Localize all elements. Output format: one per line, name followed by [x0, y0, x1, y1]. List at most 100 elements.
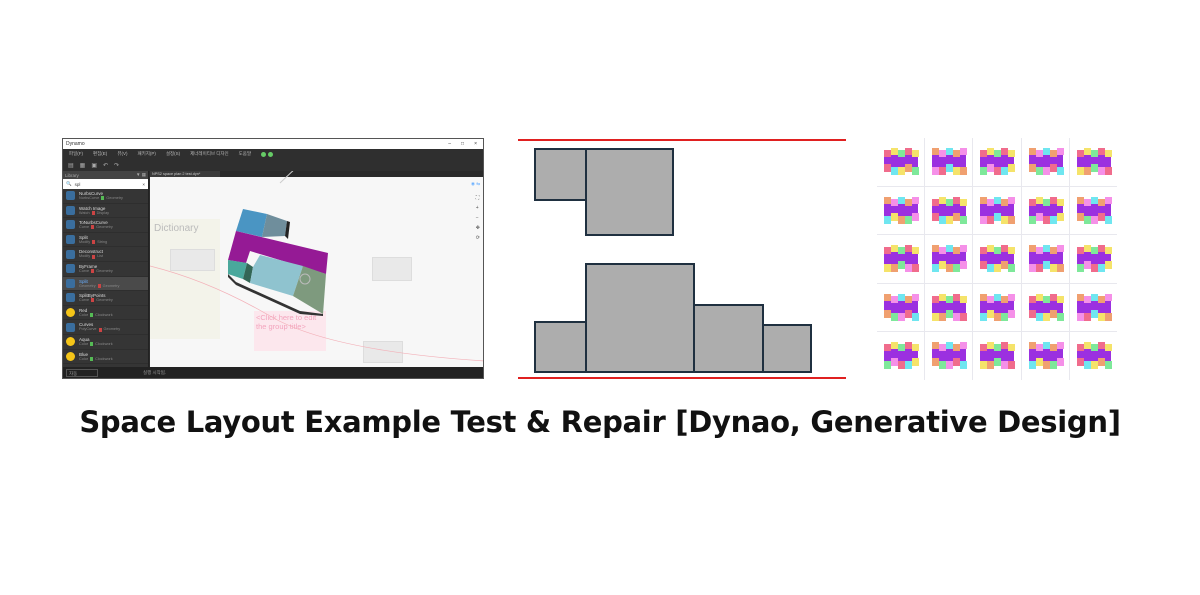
layout-thumbnail[interactable] [925, 186, 973, 235]
layout-thumbnail-image [1076, 245, 1112, 273]
menu-item[interactable]: 도움말 [238, 151, 252, 156]
layout-thumbnail[interactable] [1069, 283, 1117, 332]
node-icon [66, 278, 75, 288]
layout-thumbnail[interactable] [877, 186, 925, 235]
layout-thumbnail-image [1028, 293, 1064, 321]
generative-results-grid [877, 138, 1117, 380]
graph-canvas[interactable]: NPS2 space plan 2 test.dyn* Dictionary <… [150, 171, 483, 367]
gear-icon [66, 351, 75, 361]
tab-file[interactable]: NPS2 space plan 2 test.dyn* [150, 171, 220, 177]
layout-thumbnail[interactable] [973, 138, 1021, 186]
layout-thumbnail[interactable] [1069, 186, 1117, 235]
menu-item[interactable]: 제너레이티브 디자인 [190, 151, 229, 156]
menu-item[interactable]: 패키지(P) [137, 151, 156, 156]
layout-thumbnail[interactable] [925, 332, 973, 380]
type-icon [91, 298, 95, 303]
redo-icon[interactable]: ↷ [114, 162, 120, 169]
search-input[interactable]: spl [74, 181, 81, 187]
item-category: Color [79, 341, 89, 346]
library-search[interactable]: 🔍spl× [63, 179, 148, 189]
layout-thumbnail[interactable] [925, 235, 973, 283]
type-icon [101, 196, 105, 201]
pan-icon[interactable]: ✥ [475, 225, 480, 231]
item-category: Color [79, 356, 89, 361]
group-title[interactable]: <Click here to edit the group title> [254, 311, 326, 351]
filter-icon[interactable]: ▼ ▦ [136, 172, 146, 177]
close-icon[interactable]: × [474, 141, 477, 147]
zoom-in-icon[interactable]: + [475, 205, 479, 211]
item-type: Clockwork [95, 312, 113, 317]
layout-thumbnail[interactable] [1069, 235, 1117, 283]
layout-thumbnail[interactable] [925, 283, 973, 332]
layout-thumbnail[interactable] [877, 235, 925, 283]
view-toggle[interactable]: ◉ ⇆ [471, 181, 480, 186]
node-icon [66, 220, 75, 230]
space-box [585, 263, 695, 373]
status-dots [261, 151, 274, 157]
zoom-out-icon[interactable]: − [475, 215, 479, 221]
type-icon [98, 327, 102, 332]
page-title: Space Layout Example Test & Repair [Dyna… [79, 405, 1121, 439]
layout-thumbnail[interactable] [973, 283, 1021, 332]
layout-thumbnail[interactable] [877, 332, 925, 380]
group-dictionary[interactable]: Dictionary [150, 219, 220, 339]
layout-thumbnail-image [1028, 196, 1064, 224]
graph-node[interactable] [170, 249, 215, 271]
new-icon[interactable]: ▤ [68, 162, 74, 169]
library-label: Library [65, 172, 79, 178]
fit-icon[interactable]: ⛶ [475, 195, 480, 201]
layout-thumbnail[interactable] [925, 138, 973, 186]
maximize-icon[interactable]: □ [461, 141, 465, 147]
layout-thumbnail[interactable] [1069, 138, 1117, 186]
space-box [534, 321, 587, 373]
layout-thumbnail[interactable] [1021, 332, 1069, 380]
item-category: NurbsCurve [79, 196, 100, 201]
layout-thumbnail[interactable] [973, 186, 1021, 235]
graph-node[interactable] [372, 257, 412, 281]
layout-thumbnail[interactable] [973, 235, 1021, 283]
node-icon [66, 264, 75, 274]
menu-item[interactable]: 설정(S) [165, 151, 181, 156]
item-name: Watch Image [79, 205, 106, 211]
minimize-icon[interactable]: – [448, 141, 452, 147]
layout-thumbnail[interactable] [973, 332, 1021, 380]
clear-icon[interactable]: × [142, 181, 145, 187]
menu-item[interactable]: 파일(F) [69, 151, 84, 156]
layout-thumbnail[interactable] [1021, 186, 1069, 235]
save-icon[interactable]: ▣ [91, 162, 98, 169]
layout-thumbnail[interactable] [877, 138, 925, 186]
node-icon [66, 235, 75, 245]
menu-item[interactable]: 편집(E) [93, 151, 108, 156]
item-name: Deconstruct [79, 249, 104, 255]
layout-thumbnail-image [932, 196, 968, 224]
run-mode-dropdown[interactable]: 자동 [66, 368, 98, 377]
layout-thumbnail[interactable] [1021, 235, 1069, 283]
menu-item[interactable]: 뷰(V) [117, 151, 128, 156]
item-name: Aqua [79, 336, 90, 342]
layout-thumbnail-image [980, 293, 1016, 321]
item-category: Curve [79, 225, 90, 230]
orbit-icon[interactable]: ⟳ [475, 235, 480, 241]
undo-icon[interactable]: ↶ [103, 162, 109, 169]
layout-thumbnail[interactable] [877, 283, 925, 332]
item-name: Curves [79, 322, 94, 328]
open-icon[interactable]: ▦ [79, 162, 86, 169]
layout-thumbnail[interactable] [1069, 332, 1117, 380]
layout-thumbnail[interactable] [1021, 283, 1069, 332]
graph-node[interactable] [363, 341, 403, 363]
layout-thumbnail[interactable] [1021, 138, 1069, 186]
